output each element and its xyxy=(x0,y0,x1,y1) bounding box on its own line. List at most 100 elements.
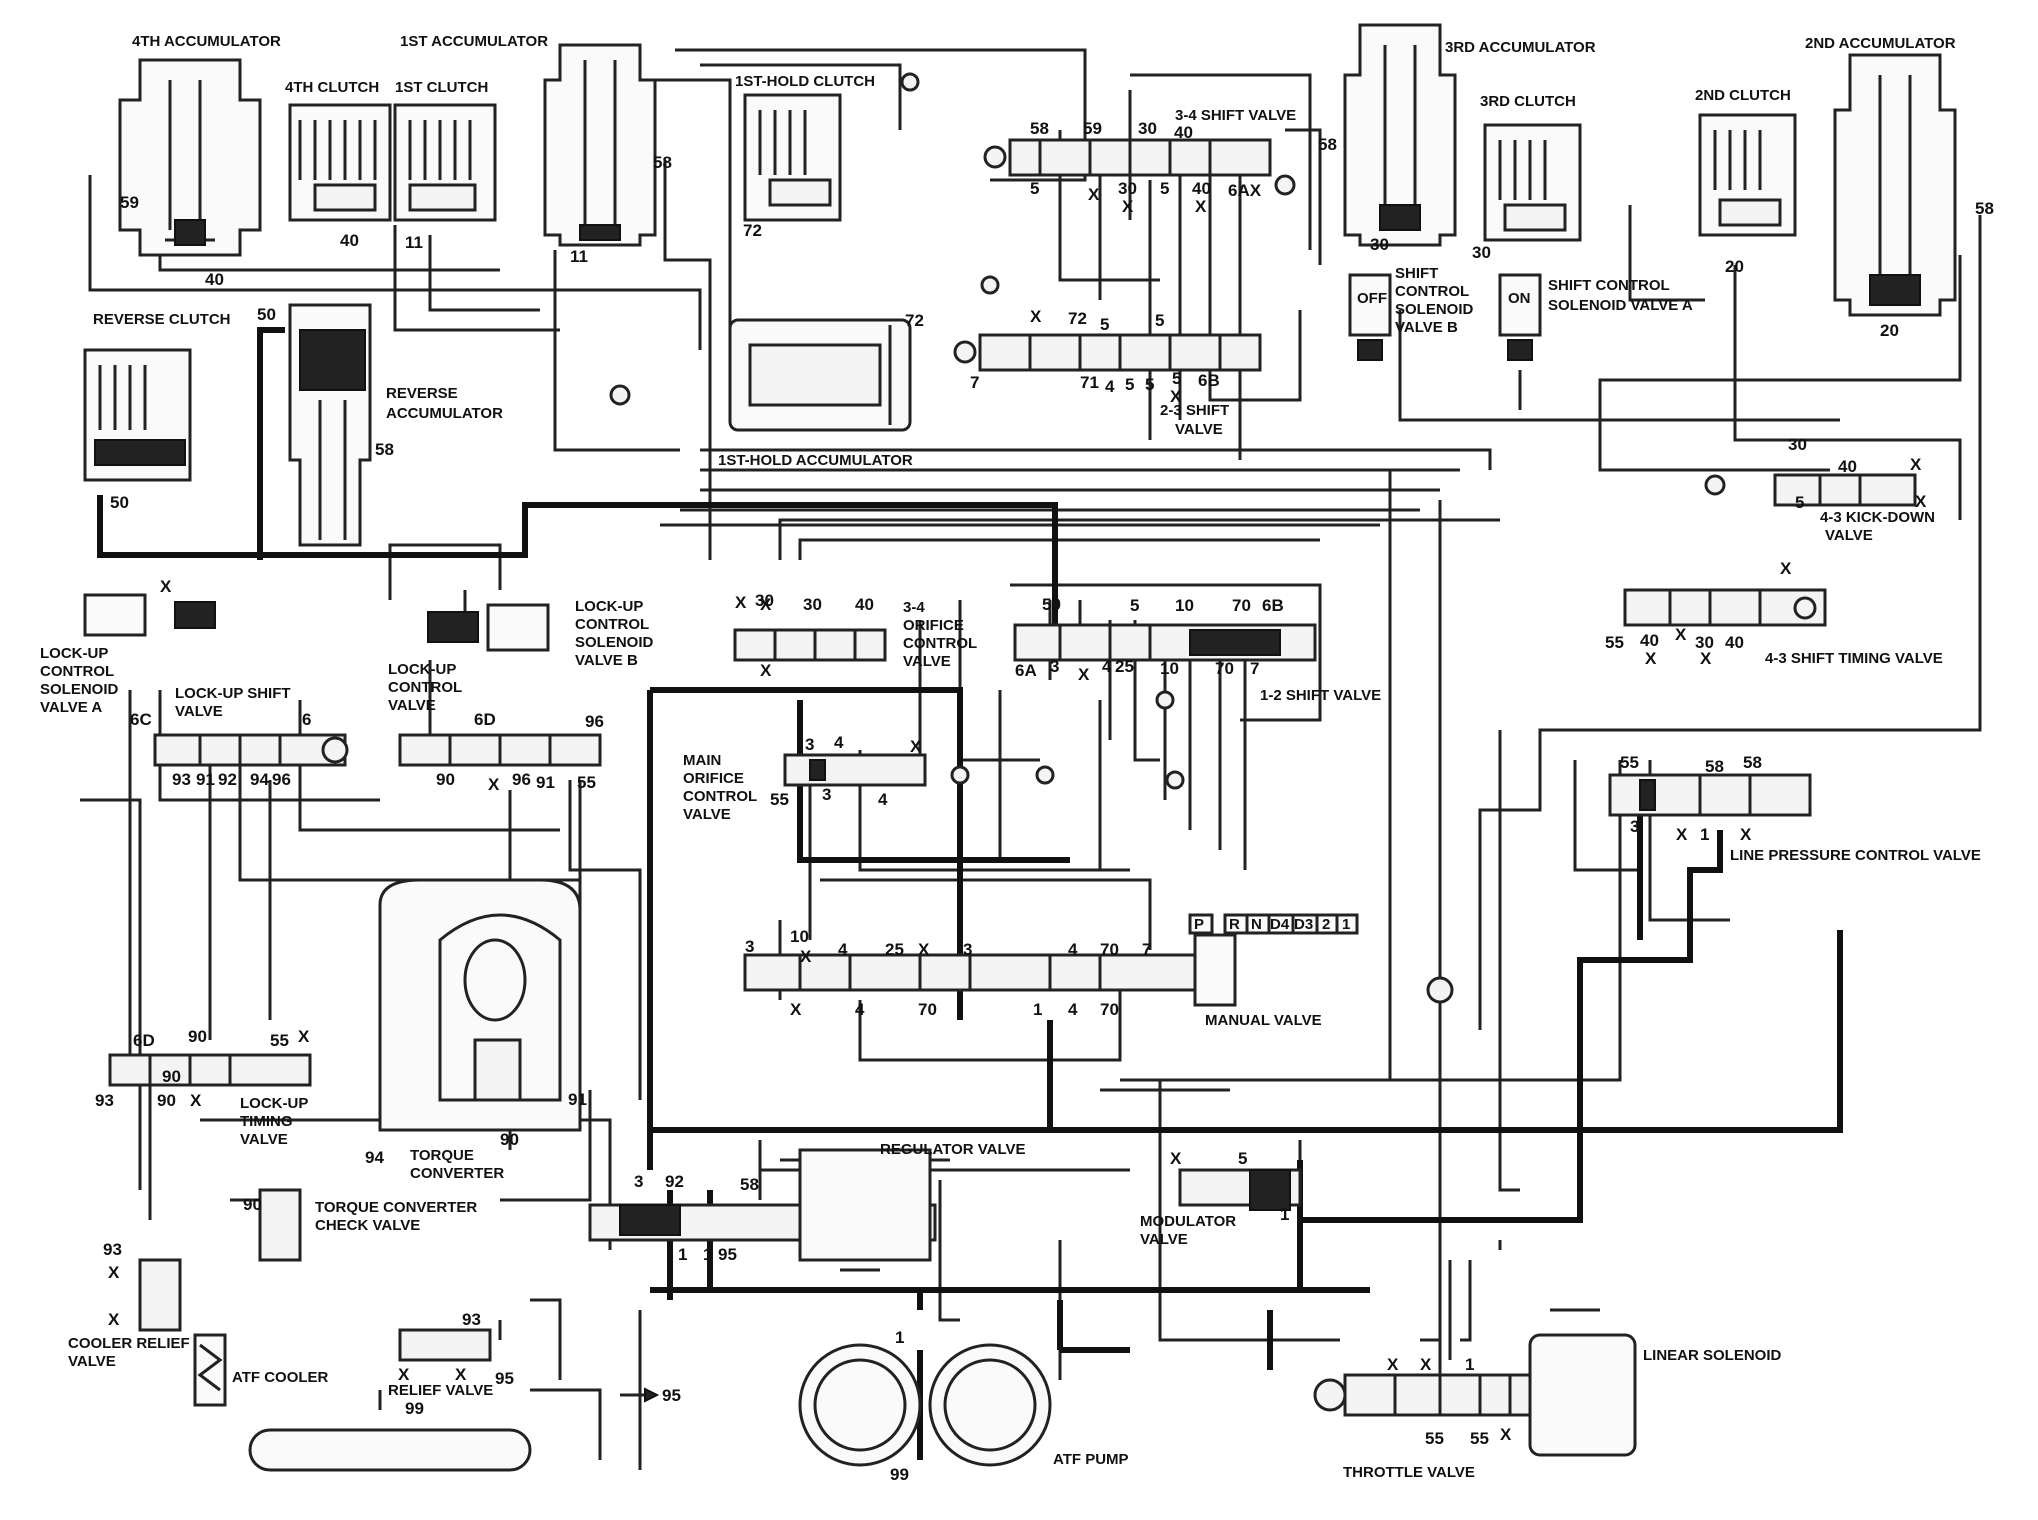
port-number: 3 xyxy=(1630,817,1639,836)
port-number: X xyxy=(298,1027,310,1046)
port-number: 3 xyxy=(963,940,972,959)
port-numbers: 59 40 40 11 11 58 72 72 58 59 30 40 5 X … xyxy=(95,119,1994,1484)
label-modulator-2: VALVE xyxy=(1140,1231,1188,1248)
label-tccheck-1: TORQUE CONVERTER xyxy=(315,1199,477,1216)
port-number: 40 xyxy=(1725,633,1744,652)
port-number: 6AX xyxy=(1228,181,1262,200)
label-1st-clutch: 1ST CLUTCH xyxy=(395,79,488,96)
label-4th-accumulator: 4TH ACCUMULATOR xyxy=(132,33,281,50)
port-number: 40 xyxy=(855,595,874,614)
port-number: 93 xyxy=(462,1310,481,1329)
label-regulator-valve: REGULATOR VALVE xyxy=(880,1141,1026,1158)
port-number: 30 xyxy=(1788,435,1807,454)
valve-modulator xyxy=(1178,1168,1302,1211)
port-number: X xyxy=(398,1365,410,1384)
port-number: X xyxy=(1078,665,1090,684)
port-number: 40 xyxy=(1838,457,1857,476)
port-number: 55 xyxy=(1425,1429,1444,1448)
label-2nd-accumulator: 2ND ACCUMULATOR xyxy=(1805,35,1956,52)
port-number: X xyxy=(1910,455,1922,474)
label-reverse-clutch: REVERSE CLUTCH xyxy=(93,311,231,328)
label-4-3-shift-timing: 4-3 SHIFT TIMING VALVE xyxy=(1765,650,1943,667)
shift-valve-2-3 xyxy=(953,333,1262,372)
label-arrow-95: 95 xyxy=(662,1386,681,1405)
port-number: 96 xyxy=(272,770,291,789)
port-number: 25 xyxy=(885,940,904,959)
gear-d3: D3 xyxy=(1294,916,1313,933)
port-number: X xyxy=(1740,825,1752,844)
label-luctl-3: VALVE xyxy=(388,697,436,714)
port-number: 4 xyxy=(1105,377,1115,396)
port-number: 5 xyxy=(1100,315,1109,334)
port-number: X xyxy=(1700,649,1712,668)
port-number: 70 xyxy=(918,1000,937,1019)
port-number: 5 xyxy=(1030,179,1039,198)
label-scb-4: VALVE B xyxy=(1395,319,1458,336)
cooler-relief-valve xyxy=(138,1258,182,1332)
valve-orifice-3-4 xyxy=(733,628,887,662)
port-number: 4 xyxy=(838,940,848,959)
port-number: 7 xyxy=(1142,940,1151,959)
label-scb-1: SHIFT xyxy=(1395,265,1438,282)
port-number: 90 xyxy=(243,1195,262,1214)
label-main-orif-3: CONTROL xyxy=(683,788,757,805)
label-scb-2: CONTROL xyxy=(1395,283,1469,300)
label-linear-solenoid: LINEAR SOLENOID xyxy=(1643,1347,1782,1364)
label-kick43-2: VALVE xyxy=(1825,527,1873,544)
port-number: 4 xyxy=(1102,657,1112,676)
port-number: 6C xyxy=(130,710,152,729)
port-number: 93 xyxy=(103,1240,122,1259)
label-cooler-relief-1: COOLER RELIEF xyxy=(68,1335,190,1352)
port-number: X xyxy=(1170,387,1182,406)
port-number: 30 xyxy=(1138,119,1157,138)
port-number: 90 xyxy=(157,1091,176,1110)
lock-up-solenoid-a xyxy=(83,593,216,637)
port-number: 5 xyxy=(1130,596,1139,615)
port-number: 30 xyxy=(1472,243,1491,262)
valve-lock-up-control xyxy=(398,733,602,767)
label-atf-pump: ATF PUMP xyxy=(1053,1451,1129,1468)
shift-valve-3-4 xyxy=(983,138,1272,177)
port-number: 72 xyxy=(743,221,762,240)
valve-4-3-shift-timing xyxy=(1623,588,1827,627)
port-number: 96 xyxy=(512,770,531,789)
label-modulator-1: MODULATOR xyxy=(1140,1213,1236,1230)
label-tccheck-2: CHECK VALVE xyxy=(315,1217,420,1234)
port-number: X xyxy=(735,593,747,612)
label-3rd-clutch: 3RD CLUTCH xyxy=(1480,93,1576,110)
port-number: 58 xyxy=(740,1175,759,1194)
gear-2: 2 xyxy=(1322,916,1330,933)
port-number: X xyxy=(455,1365,467,1384)
port-number: 6B xyxy=(1262,596,1284,615)
clutch-2nd xyxy=(1698,113,1797,237)
label-lutiming-2: TIMING xyxy=(240,1113,293,1130)
shift-control-solenoid-b xyxy=(1348,273,1392,361)
label-reverse-acc-2: ACCUMULATOR xyxy=(386,405,503,422)
port-number: 91 xyxy=(196,770,215,789)
port-number: 90 xyxy=(500,1130,519,1149)
port-number: 99 xyxy=(890,1465,909,1484)
shift-control-solenoid-a xyxy=(1498,273,1542,361)
clutch-reverse xyxy=(83,348,192,482)
port-number: 95 xyxy=(495,1369,514,1388)
label-2-3-shift-1: 2-3 SHIFT xyxy=(1160,402,1229,419)
port-number: 40 xyxy=(1174,123,1193,142)
label-lushift-2: VALVE xyxy=(175,703,223,720)
port-number: 55 xyxy=(577,773,596,792)
port-number: 95 xyxy=(718,1245,737,1264)
gear-r: R xyxy=(1229,916,1240,933)
solenoid-a-state: ON xyxy=(1508,290,1531,307)
label-sca-2: SOLENOID VALVE A xyxy=(1548,297,1693,314)
port-number: 25 xyxy=(1115,657,1134,676)
label-lutiming-1: LOCK-UP xyxy=(240,1095,308,1112)
port-number: 6 xyxy=(302,710,311,729)
label-torque-2: CONVERTER xyxy=(410,1165,504,1182)
clutch-1st xyxy=(393,103,497,222)
atf-cooler xyxy=(193,1333,532,1472)
port-number: 11 xyxy=(405,233,423,252)
label-lusa-2: CONTROL xyxy=(40,663,114,680)
solenoid-b-state: OFF xyxy=(1357,290,1387,307)
port-number: X xyxy=(760,661,772,680)
label-lusb-3: SOLENOID xyxy=(575,634,654,651)
valve-throttle xyxy=(1313,1373,1527,1417)
